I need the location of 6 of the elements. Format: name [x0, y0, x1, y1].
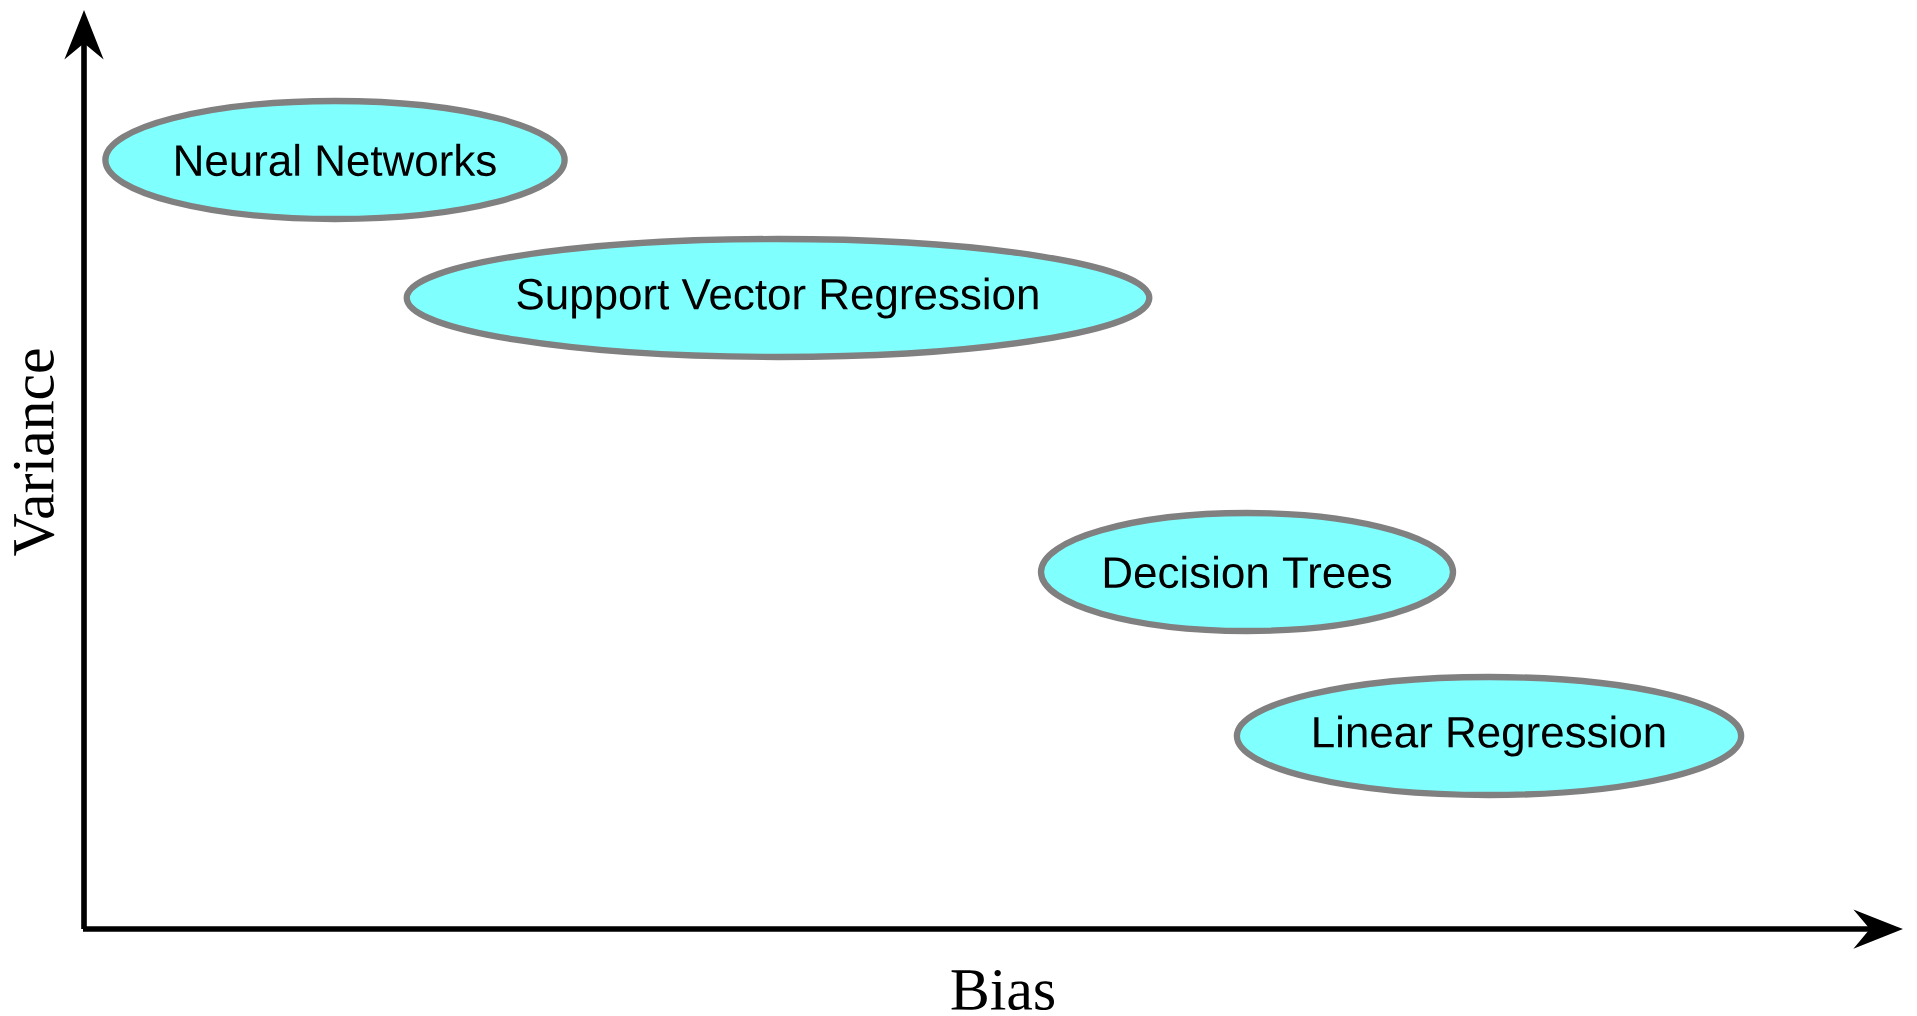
ellipse-node: Support Vector Regression — [403, 235, 1153, 361]
ellipse-node: Neural Networks — [102, 97, 568, 223]
axis-label: Variance — [13, 349, 55, 556]
ellipse-node: Decision Trees — [1037, 509, 1457, 635]
axis-label: Bias — [951, 969, 1054, 1011]
ellipse-node: Linear Regression — [1233, 673, 1745, 799]
